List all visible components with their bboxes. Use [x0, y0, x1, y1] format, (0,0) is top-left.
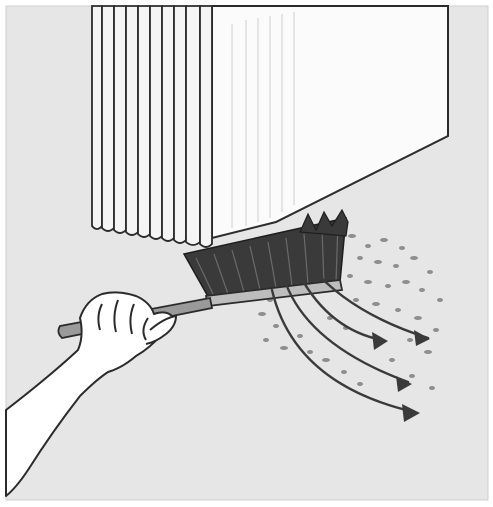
- radiator-fins: [92, 6, 212, 247]
